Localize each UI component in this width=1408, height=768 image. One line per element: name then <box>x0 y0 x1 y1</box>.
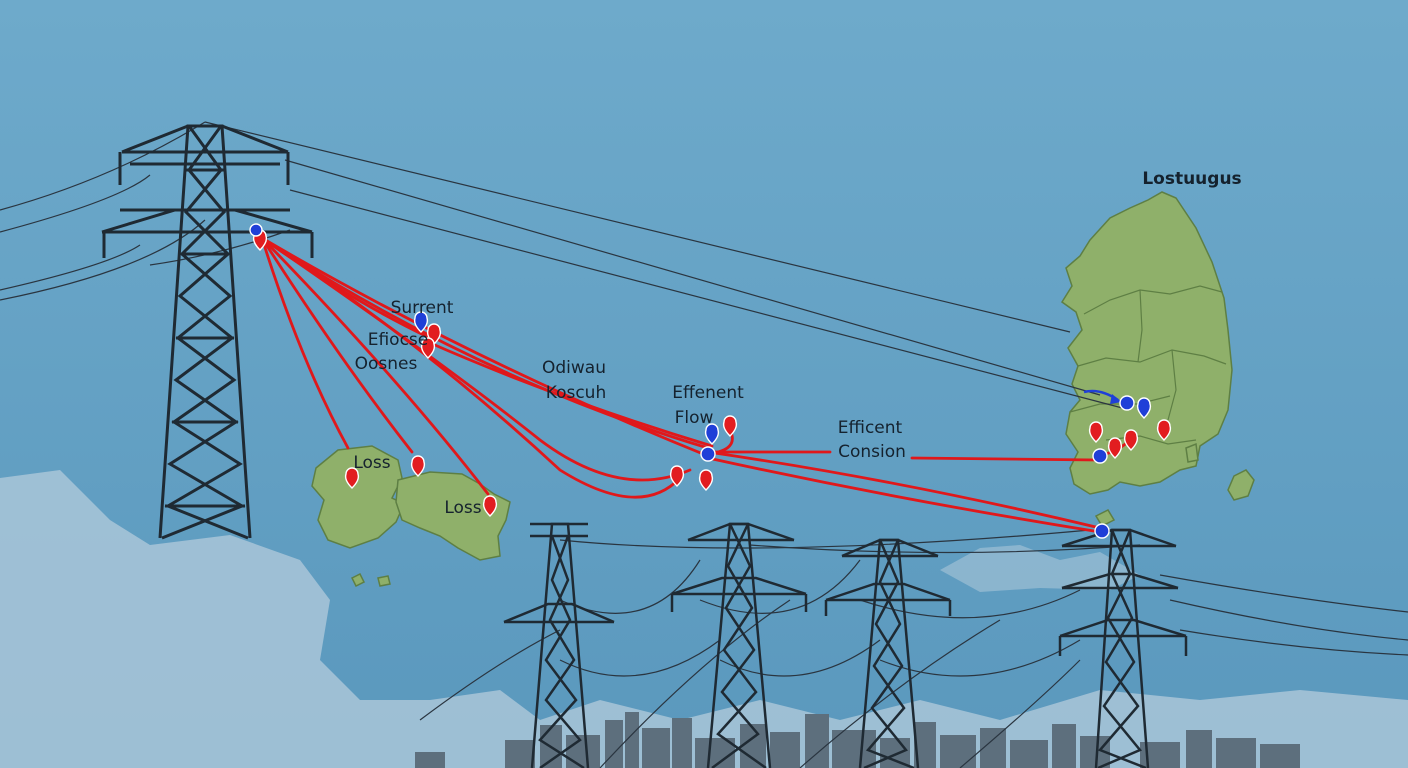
power-flow-lines <box>260 236 1132 534</box>
flow-line-loss-3 <box>260 236 490 496</box>
blue-arrowhead <box>1110 394 1122 404</box>
flow-line-curve-b <box>260 236 692 482</box>
marker-blue <box>413 311 429 333</box>
marker-red <box>1123 429 1139 451</box>
tower-small-3 <box>824 538 952 768</box>
marker-red <box>1107 437 1123 459</box>
tower-small-2 <box>670 522 808 768</box>
label-koscuh: Koscuh <box>546 383 606 403</box>
marker-red <box>344 467 360 489</box>
flow-line-main-a <box>260 236 710 450</box>
marker-red <box>1156 419 1172 441</box>
label-effenent: Effenent <box>672 383 744 403</box>
tower-small-1 <box>503 522 615 768</box>
marker-red <box>410 455 426 477</box>
peninsula-province-borders <box>1069 285 1227 445</box>
flow-line-loss-2 <box>260 236 414 454</box>
marker-red <box>1088 421 1104 443</box>
marker-blue <box>249 223 263 237</box>
marker-red <box>698 469 714 491</box>
marker-red <box>420 337 436 359</box>
label-odiwau: Odiwau <box>542 358 606 378</box>
marker-blue <box>1136 397 1152 419</box>
marker-blue <box>1092 448 1108 464</box>
blue-markers <box>249 223 1152 539</box>
marker-red <box>482 495 498 517</box>
label-surrent: Surrent <box>391 298 454 318</box>
flow-line-main-c <box>426 340 714 448</box>
tower-small-4 <box>1058 528 1188 768</box>
west-landmass <box>311 445 511 588</box>
red-markers <box>252 229 1172 517</box>
label-region-title: Lostuugus <box>1142 169 1241 189</box>
marker-blue <box>700 446 716 462</box>
main-transmission-tower <box>101 124 314 540</box>
label-flow: Flow <box>675 408 714 428</box>
marker-blue <box>1119 395 1135 411</box>
label-loss-south: Loss <box>444 498 481 518</box>
east-peninsula <box>1060 191 1255 527</box>
label-consion: Consion <box>838 442 906 462</box>
label-efocse: Efiocse <box>368 330 429 350</box>
flow-line-efficient-b <box>910 456 1100 462</box>
label-efficent: Efficent <box>838 418 903 438</box>
flow-line-main-b <box>260 236 710 458</box>
city-skyline <box>415 712 1300 768</box>
marker-blue <box>1094 523 1110 539</box>
marker-red <box>722 415 738 437</box>
flow-line-consion-a <box>706 450 1102 530</box>
label-loss-west: Loss <box>353 453 390 473</box>
flow-line-loss-1 <box>260 236 350 450</box>
flow-line-consion-b <box>706 456 1102 534</box>
marker-red <box>669 465 685 487</box>
label-oosnes: Oosnes <box>355 354 418 374</box>
marker-blue <box>704 423 720 445</box>
